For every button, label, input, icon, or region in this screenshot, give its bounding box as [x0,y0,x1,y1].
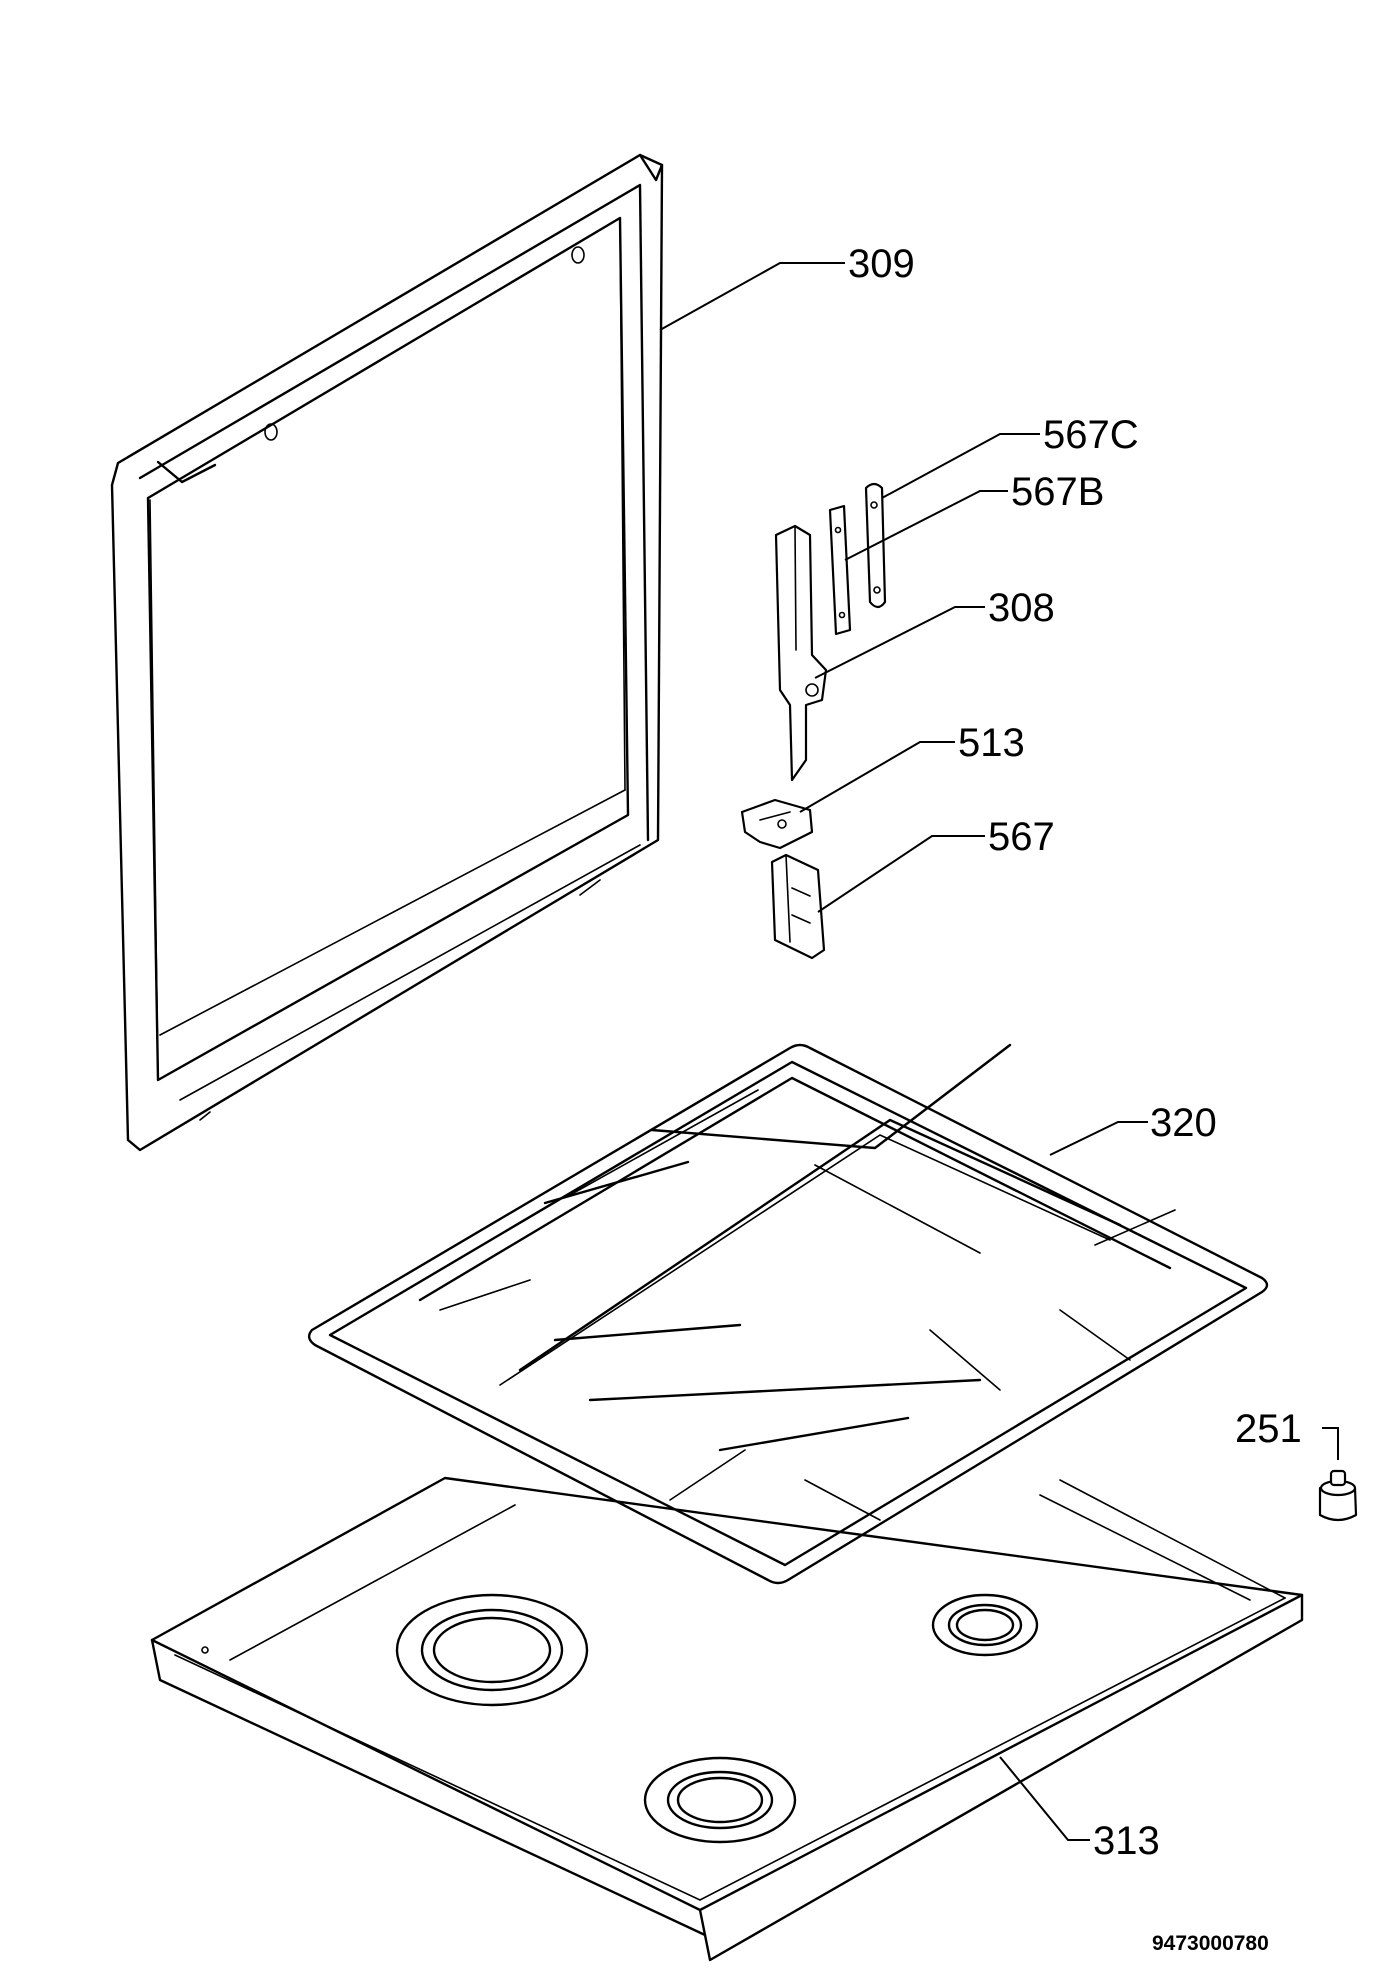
label-hinge-clip: 513 [958,721,1025,765]
label-hinge-arm: 308 [988,586,1055,630]
hinge-base-part [770,853,826,960]
pan-support-part [307,1043,1269,1585]
leader-pan-support [1049,1121,1148,1156]
hob-top-part [150,1476,1304,1962]
leader-hinge-arm [814,606,985,679]
lid-part [110,153,664,1152]
hinge-clip-part [740,798,814,850]
leader-hinge-plate-c [881,433,1040,499]
hinge-plate-b-part [828,504,852,636]
label-hinge-plate-b: 567B [1011,470,1104,514]
label-hinge-base: 567 [988,815,1055,859]
label-knob: 251 [1235,1407,1302,1451]
leader-lid [659,262,845,331]
label-pan-support: 320 [1150,1101,1217,1145]
drawing-number: 9473000780 [1152,1932,1269,1955]
leader-hinge-plate-b [844,490,1008,561]
leader-hinge-clip [799,741,955,813]
leader-knob [1322,1427,1339,1460]
hinge-arm-part [774,524,828,782]
label-hob-top: 313 [1093,1819,1160,1863]
leader-hob-top [999,1756,1090,1841]
label-hinge-plate-c: 567C [1043,413,1139,457]
leader-hinge-base [817,835,985,913]
label-lid: 309 [848,242,915,286]
knob-part [1318,1469,1358,1522]
